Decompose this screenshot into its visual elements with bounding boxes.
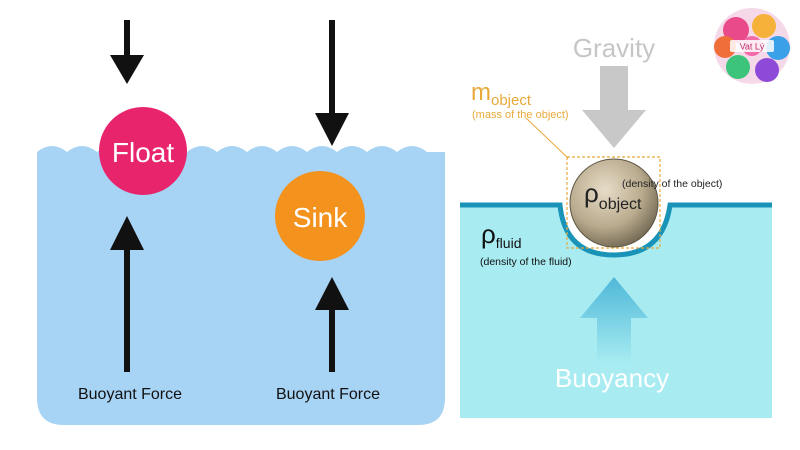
buoyant-force-label-2: Buoyant Force — [276, 386, 380, 403]
sink-label: Sink — [293, 202, 348, 233]
rho-object-subscript: object — [599, 196, 642, 213]
mass-symbol: m — [471, 79, 491, 106]
float-label: Float — [112, 137, 174, 168]
gravity-label: Gravity — [573, 33, 655, 63]
rho-fluid-symbol: ρ — [481, 219, 496, 249]
buoyant-force-label-1: Buoyant Force — [78, 386, 182, 403]
left-panel: Float Buoyant Force Sink Buoyant Force — [37, 20, 445, 425]
mass-subscript: object — [491, 92, 532, 109]
rho-object-note: (density of the object) — [622, 178, 722, 190]
buoyancy-label: Buoyancy — [555, 363, 669, 393]
mass-label: mobject — [471, 79, 532, 109]
rho-fluid-note: (density of the fluid) — [480, 256, 572, 268]
colorful-circular-logo-icon: Vat Lý — [714, 8, 790, 84]
rho-fluid-subscript: fluid — [496, 235, 522, 251]
logo-text: Vat Lý — [740, 42, 765, 52]
sink-down-arrow-head — [315, 113, 349, 146]
float-down-arrow-head — [110, 55, 144, 84]
mass-note: (mass of the object) — [472, 109, 569, 121]
right-panel: Gravity mobject (mass of the object) ρob… — [460, 33, 772, 418]
left-water — [37, 146, 445, 425]
gravity-arrow — [582, 66, 646, 148]
rho-object-symbol: ρ — [584, 178, 599, 208]
mass-leader-line — [526, 118, 568, 158]
